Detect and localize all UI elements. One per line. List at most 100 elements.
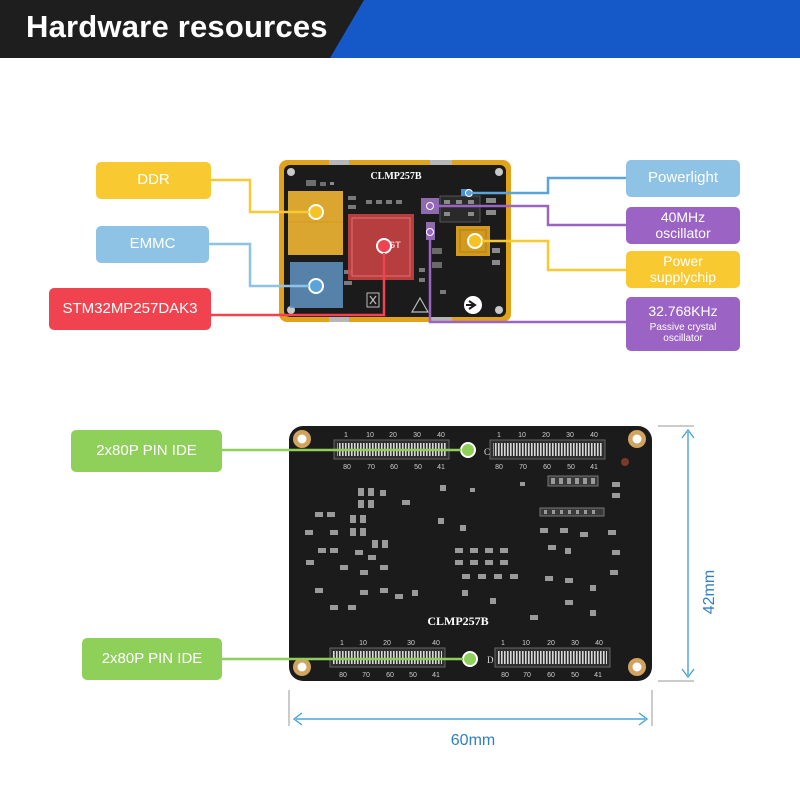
- osc40-label-line1: 40MHz: [660, 209, 706, 226]
- connector-d: D: [329, 647, 611, 668]
- powerlight-leader-line: [472, 176, 626, 195]
- dimension-lines: [288, 425, 695, 726]
- svg-text:41: 41: [437, 464, 445, 471]
- osc40-marker: [426, 202, 434, 210]
- emmc-label-text: EMMC: [129, 235, 176, 253]
- svg-text:50: 50: [571, 672, 579, 679]
- mounting-holes: [293, 430, 646, 676]
- bottom-board-silkscreen: CLMP257B: [427, 614, 488, 628]
- page-title: Hardware resources: [26, 9, 328, 44]
- svg-text:50: 50: [567, 464, 575, 471]
- soc-label: STM32MP257DAK3: [49, 288, 211, 330]
- svg-text:60: 60: [543, 464, 551, 471]
- svg-text:20: 20: [383, 640, 391, 647]
- osc32-leader-line: [428, 236, 626, 324]
- osc32-label-line1: 32.768KHz: [648, 303, 718, 320]
- powerlight-marker: [465, 189, 473, 197]
- connector-c-letter: C: [484, 447, 490, 457]
- power-leader-line: [482, 239, 626, 272]
- connector-c-marker: [460, 442, 476, 458]
- svg-text:20: 20: [389, 432, 397, 439]
- emmc-marker: [308, 278, 324, 294]
- pin-ide-label-bottom: 2x80P PIN IDE: [82, 638, 222, 680]
- bottom-board-pcb: [289, 426, 652, 681]
- width-dimension-label: 60mm: [451, 732, 495, 749]
- power-marker: [467, 233, 483, 249]
- osc32-label-line3: oscillator: [663, 332, 703, 344]
- svg-text:70: 70: [362, 672, 370, 679]
- emmc-label: EMMC: [96, 226, 209, 263]
- power-label-line2: supplychip: [649, 268, 717, 285]
- svg-text:70: 70: [367, 464, 375, 471]
- svg-text:20: 20: [542, 432, 550, 439]
- connector-d-marker: [462, 651, 478, 667]
- bottom-board: C 1 10 20 30 40 80 70 60 50 41 1 10 20 3…: [289, 426, 652, 681]
- soc-marker: [376, 238, 392, 254]
- height-arrow-top-icon: [681, 428, 695, 439]
- svg-text:70: 70: [519, 464, 527, 471]
- top-board: CLMP257B: [279, 160, 511, 322]
- svg-text:10: 10: [518, 432, 526, 439]
- top-leader-lines: [209, 176, 626, 324]
- soc-chip-marking: ST: [389, 240, 401, 250]
- height-dimension-label: 42mm: [701, 570, 718, 614]
- width-arrow-right-icon: [638, 712, 649, 726]
- ddr-label-text: DDR: [137, 171, 170, 189]
- svg-text:30: 30: [413, 432, 421, 439]
- svg-text:40: 40: [595, 640, 603, 647]
- page-header: Hardware resources: [0, 0, 800, 58]
- pin-ide-top-text: 2x80P PIN IDE: [96, 441, 197, 459]
- osc32-label-line2: Passive crystal: [649, 321, 717, 333]
- powerlight-led: [461, 189, 469, 196]
- header-accent-band: [330, 0, 800, 58]
- svg-text:10: 10: [522, 640, 530, 647]
- powerlight-label: Powerlight: [626, 160, 740, 197]
- svg-text:1: 1: [501, 640, 505, 647]
- svg-text:10: 10: [366, 432, 374, 439]
- svg-text:1: 1: [340, 640, 344, 647]
- svg-text:30: 30: [566, 432, 574, 439]
- svg-text:80: 80: [501, 672, 509, 679]
- svg-text:1: 1: [497, 432, 501, 439]
- svg-text:1: 1: [344, 432, 348, 439]
- powerlight-label-text: Powerlight: [647, 169, 719, 187]
- svg-text:41: 41: [432, 672, 440, 679]
- power-supply-label: Power supplychip: [626, 251, 740, 288]
- power-label-line1: Power: [663, 253, 703, 270]
- osc40-label: 40MHz oscillator: [626, 207, 740, 244]
- svg-text:50: 50: [409, 672, 417, 679]
- connector-d-pin-numbers: 1 10 20 30 40 80 70 60 50 41 1 10 20 30 …: [339, 640, 603, 679]
- connector-d-letter: D: [487, 655, 494, 665]
- recycle-mark-icon: [369, 295, 377, 305]
- svg-text:20: 20: [547, 640, 555, 647]
- svg-text:41: 41: [594, 672, 602, 679]
- svg-text:40: 40: [432, 640, 440, 647]
- ddr-marker: [308, 204, 324, 220]
- svg-text:80: 80: [339, 672, 347, 679]
- svg-text:80: 80: [495, 464, 503, 471]
- osc32-marker: [426, 228, 434, 236]
- esd-warning-icon: [410, 296, 430, 313]
- width-arrow-left-icon: [292, 712, 303, 726]
- top-board-silkscreen: CLMP257B: [370, 171, 421, 182]
- ddr-label: DDR: [96, 162, 211, 199]
- soc-leader-line: [211, 253, 386, 317]
- ddr-chip: [288, 191, 343, 255]
- connector-c-pin-numbers: 1 10 20 30 40 80 70 60 50 41 1 10 20 30 …: [343, 432, 598, 471]
- svg-text:50: 50: [414, 464, 422, 471]
- emmc-leader-line: [209, 242, 309, 288]
- pin-ide-bottom-text: 2x80P PIN IDE: [101, 649, 203, 667]
- osc40-leader-line: [434, 204, 626, 227]
- svg-text:30: 30: [407, 640, 415, 647]
- osc40-label-line2: oscillator: [655, 224, 711, 241]
- svg-text:60: 60: [386, 672, 394, 679]
- svg-text:40: 40: [437, 432, 445, 439]
- height-arrow-bottom-icon: [681, 668, 695, 679]
- ddr-leader-line: [211, 178, 309, 214]
- soc-label-text: STM32MP257DAK3: [62, 299, 198, 317]
- svg-text:30: 30: [571, 640, 579, 647]
- svg-text:10: 10: [359, 640, 367, 647]
- pin-ide-label-top: 2x80P PIN IDE: [71, 430, 222, 472]
- osc32-label: 32.768KHz Passive crystal oscillator: [626, 297, 740, 351]
